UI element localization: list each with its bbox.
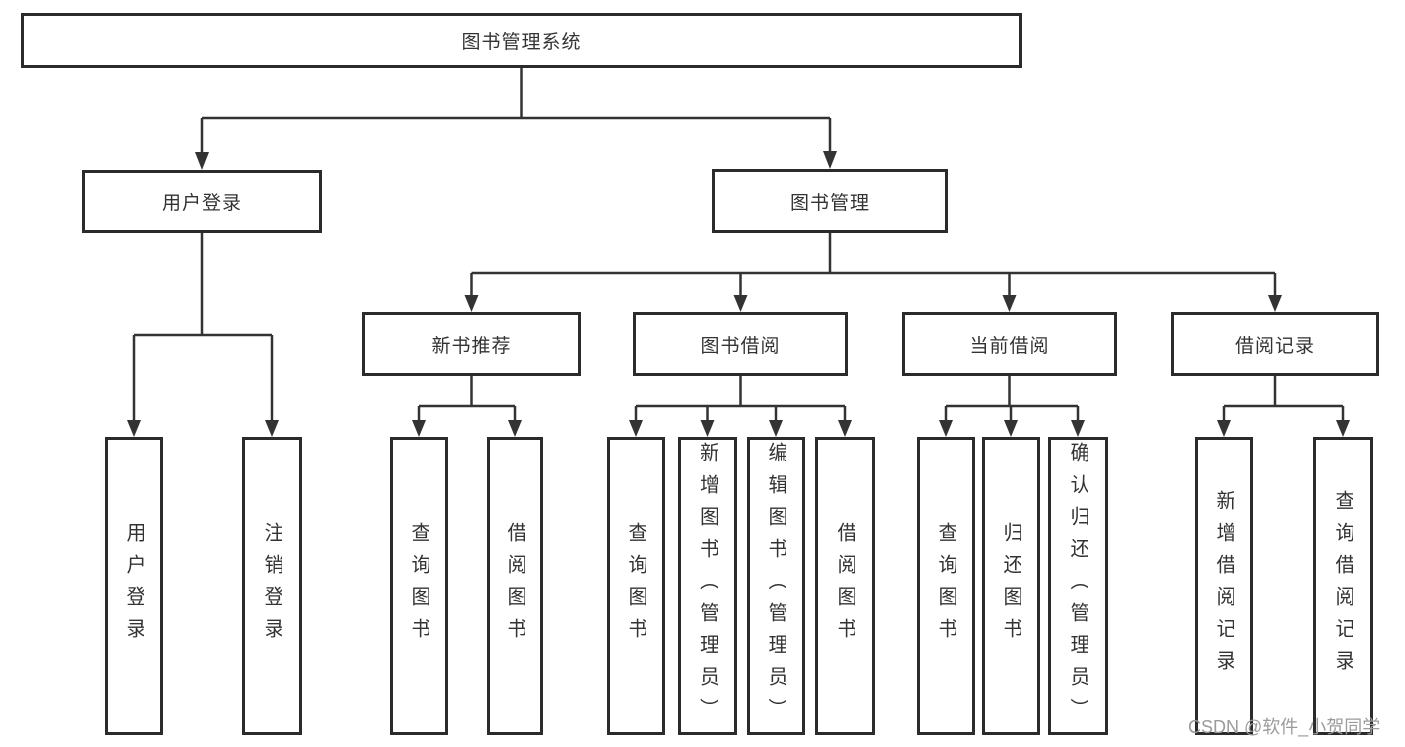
connector-book-mgmt-to-level3 [470, 233, 1277, 298]
node-leaf-query-borrow-record-label: 查询借阅记录 [1333, 490, 1353, 682]
node-leaf-confirm-return-admin-label: 确认归还（管理员） [1068, 442, 1088, 730]
node-leaf-query-books-2: 查询图书 [607, 437, 665, 735]
node-leaf-query-books-3: 查询图书 [917, 437, 975, 735]
node-leaf-add-borrow-record-label: 新增借阅记录 [1214, 490, 1234, 682]
node-leaf-query-books-2-label: 查询图书 [626, 522, 646, 650]
arrowheads [127, 151, 1350, 437]
csdn-watermark: CSDN @软件_小贺同学 [1188, 717, 1381, 737]
node-leaf-user-login: 用户登录 [105, 437, 163, 735]
node-leaf-borrow-books-2-label: 借阅图书 [835, 522, 855, 650]
node-leaf-query-borrow-record: 查询借阅记录 [1313, 437, 1373, 735]
node-new-book-recommendation: 新书推荐 [362, 312, 581, 376]
node-library-system: 图书管理系统 [21, 13, 1022, 68]
node-leaf-return-books: 归还图书 [982, 437, 1040, 735]
node-leaf-edit-books-admin: 编辑图书（管理员） [747, 437, 805, 735]
node-leaf-borrow-books-2: 借阅图书 [815, 437, 875, 735]
node-leaf-borrow-books-1-label: 借阅图书 [505, 522, 525, 650]
connector-current-borrow-to-children [944, 376, 1080, 423]
node-user-login-branch: 用户登录 [82, 170, 322, 233]
node-borrowing-records: 借阅记录 [1171, 312, 1379, 376]
connector-user-login-to-children [132, 233, 274, 423]
node-leaf-add-borrow-record: 新增借阅记录 [1195, 437, 1253, 735]
node-leaf-return-books-label: 归还图书 [1001, 522, 1021, 650]
node-book-management-branch: 图书管理 [712, 169, 948, 233]
connector-borrow-records-to-children [1222, 376, 1345, 423]
node-leaf-query-books-1: 查询图书 [390, 437, 448, 735]
node-leaf-query-books-3-label: 查询图书 [936, 522, 956, 650]
connector-new-rec-to-children [417, 376, 517, 423]
node-leaf-edit-books-admin-label: 编辑图书（管理员） [766, 442, 786, 730]
connector-root-to-level2 [200, 68, 832, 156]
node-leaf-logout: 注销登录 [242, 437, 302, 735]
node-current-borrowing: 当前借阅 [902, 312, 1117, 376]
node-leaf-add-books-admin-label: 新增图书（管理员） [697, 442, 718, 730]
node-leaf-add-books-admin: 新增图书（管理员） [678, 437, 737, 735]
node-leaf-logout-label: 注销登录 [262, 522, 282, 650]
node-leaf-confirm-return-admin: 确认归还（管理员） [1048, 437, 1108, 735]
connector-book-borrow-to-children [634, 376, 847, 423]
node-leaf-borrow-books-1: 借阅图书 [487, 437, 543, 735]
node-leaf-user-login-label: 用户登录 [124, 522, 144, 650]
node-leaf-query-books-1-label: 查询图书 [409, 522, 429, 650]
node-book-borrowing: 图书借阅 [633, 312, 848, 376]
